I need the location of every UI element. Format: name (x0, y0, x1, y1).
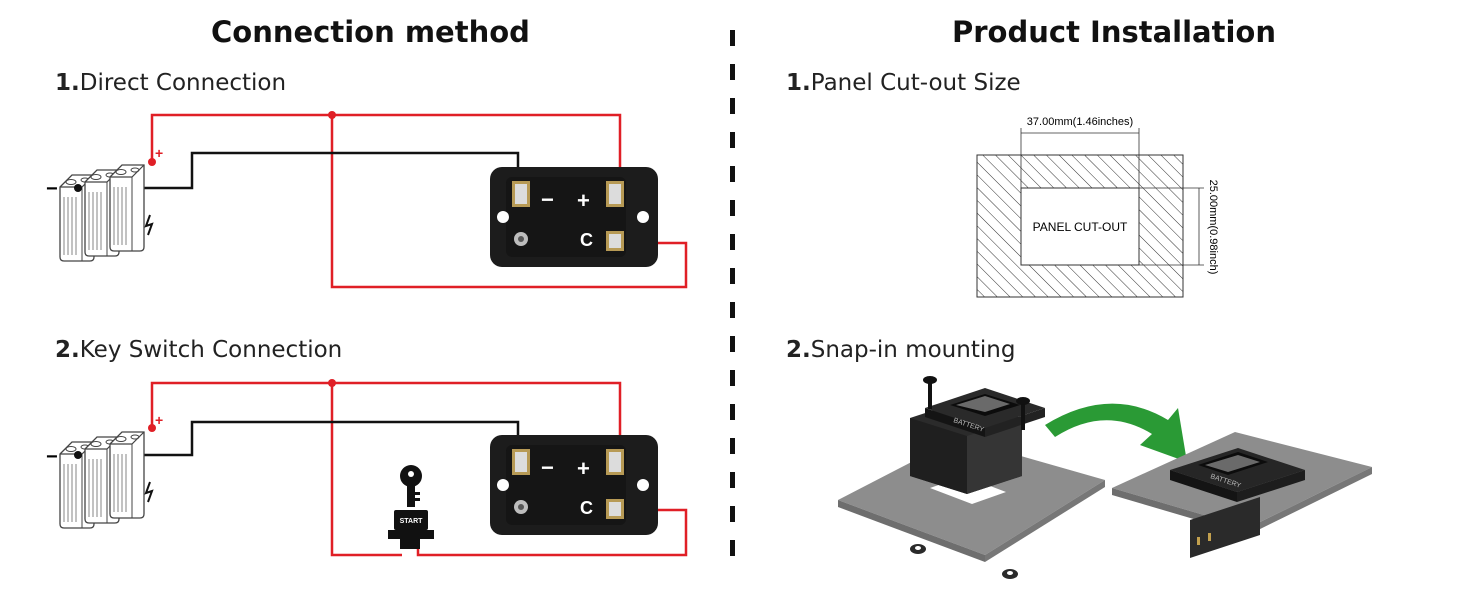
key-battery-plus: + (155, 412, 163, 428)
key-positive-wire (150, 381, 622, 465)
key-switch-connection-diagram (59, 379, 688, 557)
battery-pack-icon (59, 164, 154, 262)
direct-loop-wire (330, 115, 688, 289)
key-loop-wire-right (416, 508, 688, 557)
panel-cutout-heading: 1.Panel Cut-out Size (786, 70, 1021, 96)
key-switch-icon (388, 465, 434, 549)
direct-terminal-plus: + (577, 188, 590, 213)
battery-pack-icon (59, 431, 154, 529)
direct-negative-wire (78, 151, 520, 190)
key-loop-wire-left (330, 383, 402, 557)
key-terminal-plus: + (577, 456, 590, 481)
direct-battery-minus: − (46, 178, 58, 200)
key-switch-start-label: START (400, 518, 424, 525)
key-switch-connection-label: Key Switch Connection (79, 337, 343, 363)
direct-connection-heading: 1.Direct Connection (55, 70, 286, 96)
direct-connection-label: Direct Connection (79, 70, 287, 96)
snap-in-number: 2. (786, 337, 811, 363)
key-negative-wire (78, 420, 520, 458)
connection-method-title: Connection method (211, 15, 530, 49)
key-terminal-c: C (580, 498, 593, 518)
key-battery-minus: − (46, 446, 58, 468)
panel-cutout-label: Panel Cut-out Size (810, 70, 1021, 96)
panel-cutout-drawing (976, 128, 1204, 298)
key-terminal-minus: − (541, 455, 554, 480)
key-switch-connection-heading: 2.Key Switch Connection (55, 337, 342, 363)
snap-in-heading: 2.Snap-in mounting (786, 337, 1015, 363)
direct-connection-number: 1. (55, 70, 80, 96)
snap-in-label: Snap-in mounting (810, 337, 1016, 363)
cutout-label: PANEL CUT-OUT (1033, 220, 1128, 234)
direct-positive-wire (150, 113, 622, 200)
direct-terminal-minus: − (541, 187, 554, 212)
direct-connection-diagram (59, 111, 688, 289)
direct-battery-plus: + (155, 145, 163, 161)
mounting-arrow-icon (1045, 403, 1187, 462)
cutout-height-dimension: 25.00mm(0.98inch) (1207, 180, 1219, 275)
product-installation-title: Product Installation (952, 15, 1276, 49)
direct-terminal-c: C (580, 230, 593, 250)
key-switch-connection-number: 2. (55, 337, 80, 363)
panel-cutout-number: 1. (786, 70, 811, 96)
cutout-width-dimension: 37.00mm(1.46inches) (1027, 116, 1133, 128)
snap-in-mounting-illustration (838, 376, 1372, 579)
